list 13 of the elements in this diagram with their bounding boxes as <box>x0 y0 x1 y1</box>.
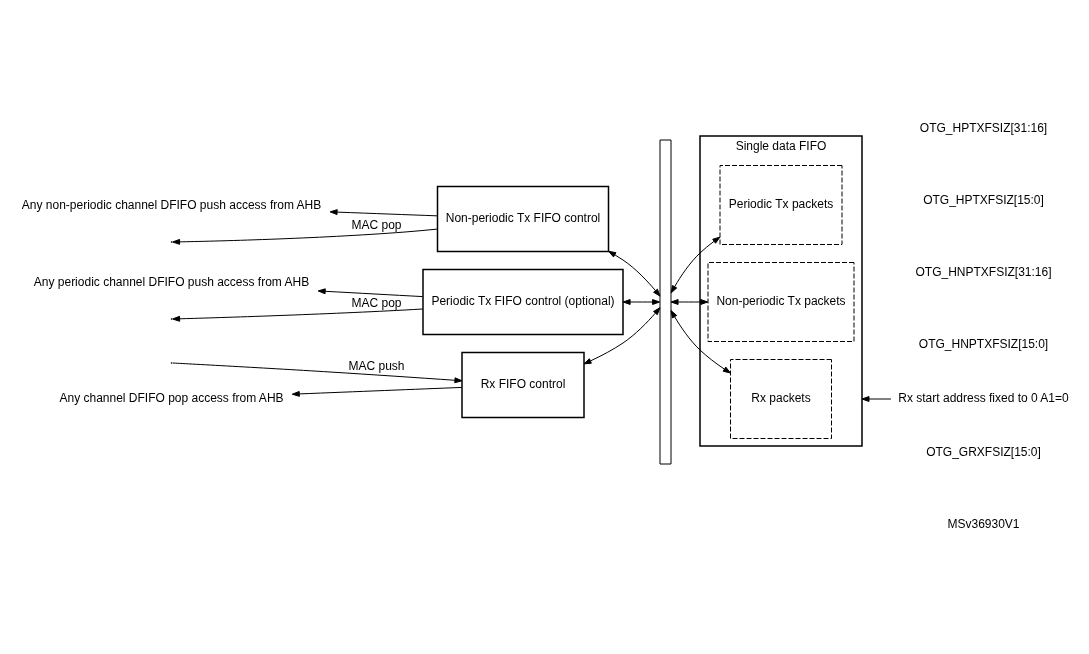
label: OTG_HPTXFSIZ[15:0] <box>923 193 1044 208</box>
edge-label: MAC push <box>348 358 405 373</box>
node-text: Any non-periodic channel DFIFO push access from AHB <box>21 198 322 213</box>
edge-label: MAC pop <box>351 295 402 310</box>
node-text: Any periodic channel DFIFO push access from AHB <box>33 275 310 290</box>
label: MSv36930V1 <box>947 517 1020 532</box>
node-text: Any channel DFIFO pop access from AHB <box>59 391 284 406</box>
node-text: Rx start address fixed to 0 A1=0 <box>898 391 1069 406</box>
label: OTG_HPTXFSIZ[31:16] <box>919 121 1048 136</box>
label: OTG_GRXFSIZ[15:0] <box>926 445 1041 460</box>
edge-label: MAC pop <box>351 217 402 232</box>
label: OTG_HNPTXFSIZ[31:16] <box>915 265 1052 280</box>
label: OTG_HNPTXFSIZ[15:0] <box>918 337 1049 352</box>
